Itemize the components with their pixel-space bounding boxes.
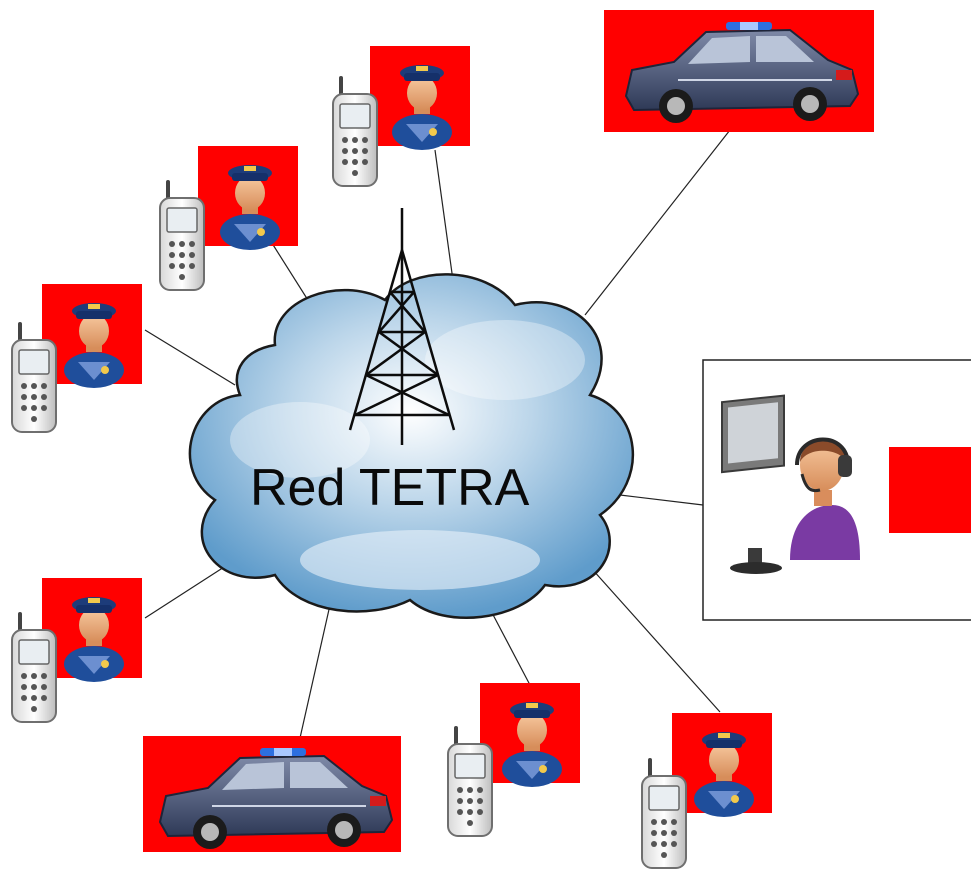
- radio-handset-icon: [158, 180, 206, 292]
- officer-radio-node: [158, 146, 298, 292]
- network-label: Red TETRA: [250, 459, 530, 517]
- radio-handset-icon: [10, 612, 58, 724]
- link-police-car-1: [584, 129, 731, 316]
- officer-radio-node: [10, 284, 142, 434]
- computer-monitor-icon: [721, 394, 785, 574]
- dispatch-operator-node: [702, 359, 971, 621]
- link-dispatch-operator: [619, 494, 704, 506]
- link-officer-radio-3: [144, 329, 236, 386]
- radio-handset-icon: [640, 758, 688, 869]
- radio-handset-icon: [10, 322, 58, 434]
- tetra-network-cloud: [188, 273, 635, 619]
- officer-radio-node: [640, 713, 772, 869]
- officer-radio-node: [446, 683, 580, 838]
- police-car-node: [143, 736, 401, 852]
- link-officer-radio-4: [144, 559, 236, 619]
- radio-handset-icon: [331, 76, 379, 188]
- operator-headset-icon: [790, 437, 860, 560]
- link-officer-radio-6: [574, 549, 721, 713]
- radio-handset-icon: [446, 726, 494, 838]
- connection-lines: [144, 129, 731, 739]
- officer-radio-node: [331, 46, 470, 188]
- officer-icon: [480, 683, 580, 787]
- link-police-car-2: [299, 604, 331, 739]
- officer-icon: [198, 146, 298, 250]
- police-car-node: [604, 10, 874, 132]
- officer-radio-node: [10, 578, 142, 724]
- officer-icon: [370, 46, 470, 150]
- tower-icon: [348, 208, 456, 445]
- link-officer-radio-1: [434, 149, 456, 296]
